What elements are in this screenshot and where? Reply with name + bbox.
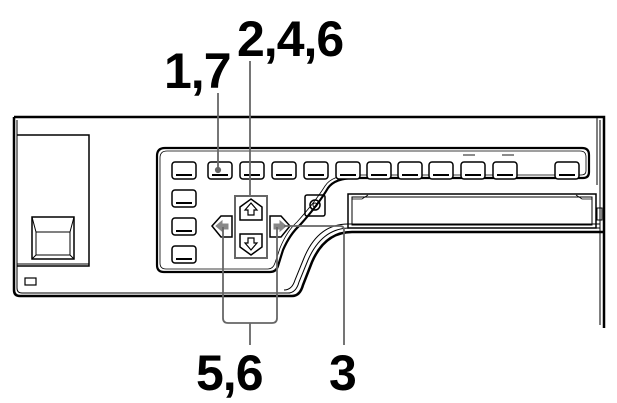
- top-button-12[interactable]: [554, 161, 580, 180]
- callout-1-7: 1,7: [164, 43, 232, 99]
- top-button-6[interactable]: [335, 161, 361, 180]
- top-button-11[interactable]: [492, 161, 518, 180]
- left-arrow-button[interactable]: [211, 215, 233, 238]
- up-arrow-button[interactable]: [239, 198, 263, 221]
- right-arrow-button[interactable]: [269, 215, 291, 238]
- down-arrow-button[interactable]: [239, 233, 263, 256]
- callout-5-6: 5,6: [196, 345, 264, 401]
- left-arrow-icon: [215, 219, 229, 233]
- left-button-3[interactable]: [171, 217, 197, 236]
- top-button-9[interactable]: [428, 161, 454, 180]
- left-column-buttons: [171, 189, 197, 264]
- top-button-4[interactable]: [271, 161, 297, 180]
- top-button-10[interactable]: [460, 161, 486, 180]
- knob-icon: [309, 199, 321, 211]
- control-panel: [155, 146, 591, 274]
- top-button-3[interactable]: [239, 161, 265, 180]
- left-bay: [17, 134, 90, 286]
- callout-3: 3: [329, 345, 357, 401]
- cassette-slot: [347, 193, 603, 229]
- top-row-buttons: [171, 161, 580, 180]
- top-button-5[interactable]: [303, 161, 329, 180]
- up-down-button-group: [234, 195, 268, 259]
- left-button-2[interactable]: [171, 189, 197, 208]
- top-button-1[interactable]: [171, 161, 197, 180]
- round-knob[interactable]: [304, 194, 326, 217]
- device-body: [12, 115, 606, 328]
- top-button-7[interactable]: [366, 161, 392, 180]
- top-button-8[interactable]: [397, 161, 423, 180]
- left-button-4[interactable]: [171, 245, 197, 264]
- up-arrow-icon: [243, 202, 259, 216]
- leader-lines: [214, 61, 345, 345]
- down-arrow-icon: [243, 237, 259, 251]
- callout-2-4-6: 2,4,6: [237, 11, 344, 67]
